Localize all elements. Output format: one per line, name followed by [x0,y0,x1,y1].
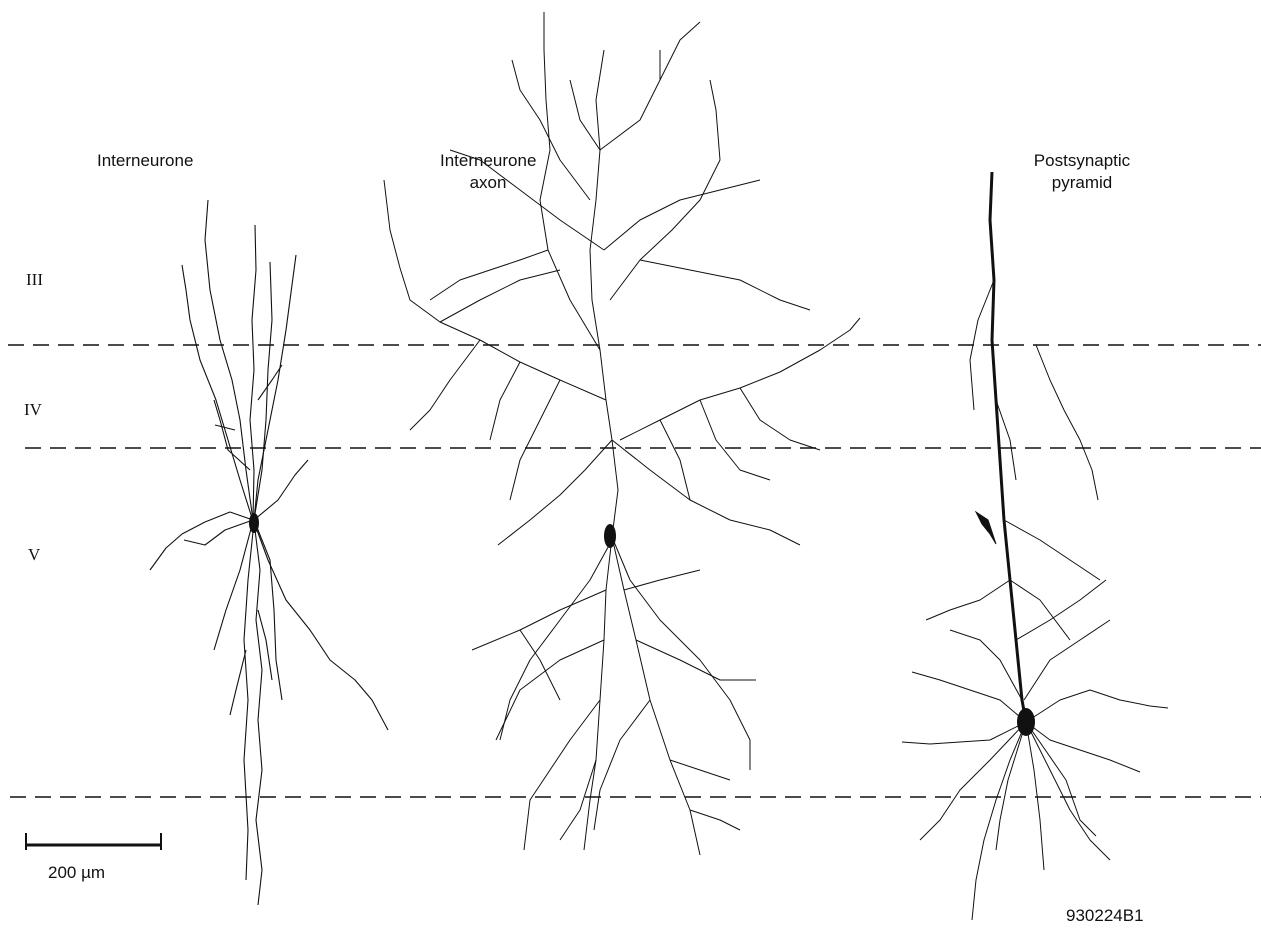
pyramid-dendrites [902,172,1168,920]
layer-label-v: V [28,545,40,565]
interneurone-dendrites [150,200,388,905]
label-interneurone: Interneurone [97,150,193,172]
interneurone-axon-branches [384,12,860,855]
pyramid-axon-fragment [976,512,996,544]
scale-bar-label: 200 µm [48,862,105,884]
scale-bar [26,833,161,850]
interneurone-soma [249,513,259,533]
layer-label-iv: IV [24,400,42,420]
label-interneurone-axon: Interneurone axon [440,150,536,194]
label-postsynaptic-pyramid-line2: pyramid [1030,172,1134,194]
label-postsynaptic-pyramid: Postsynaptic pyramid [1030,150,1134,194]
layer-boundaries [8,345,1261,797]
label-postsynaptic-pyramid-line1: Postsynaptic [1030,150,1134,172]
layer-label-iii: III [26,270,43,290]
axon-soma [604,524,616,548]
label-interneurone-axon-line2: axon [440,172,536,194]
figure-id: 930224B1 [1066,905,1144,927]
pyramid-soma [1017,708,1035,736]
label-interneurone-axon-line1: Interneurone [440,150,536,172]
